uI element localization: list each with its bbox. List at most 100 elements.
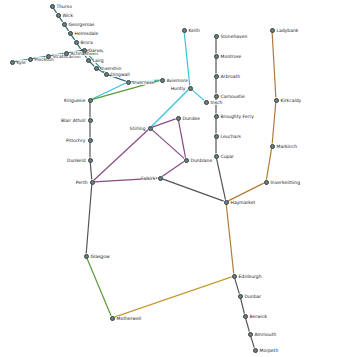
station-node: Carnoustie (214, 94, 247, 99)
route-line (71, 35, 74, 40)
station-node: Huntly (169, 86, 193, 91)
station-name: Helmsdale (75, 31, 99, 36)
station-node: Falkirk (139, 176, 163, 181)
station-name: Invershin (101, 66, 122, 71)
station-node: Thurso (50, 4, 74, 9)
route-line (215, 59, 216, 74)
station-name: Inverkeithing (271, 180, 301, 185)
route-line (215, 39, 216, 54)
station-name: Insch (211, 100, 223, 105)
station-dot (238, 294, 243, 299)
station-node: Dunblane (184, 158, 215, 163)
station-name: Blair Atholl (61, 118, 86, 123)
station-node: Kingussie (62, 98, 92, 103)
station-dot (214, 34, 219, 39)
station-node: Invershin (94, 66, 124, 71)
station-node: Motherwell (110, 316, 144, 321)
route-line (272, 102, 276, 143)
station-name: Ladybank (277, 28, 299, 33)
station-dot (253, 348, 258, 353)
station-name: Berwick (250, 314, 268, 319)
station-dot (214, 154, 219, 159)
route-line (94, 130, 148, 181)
station-name: Stonehaven (221, 34, 248, 39)
route-line (215, 79, 216, 94)
station-node: Insch (204, 100, 225, 105)
station-name: Alnmouth (255, 332, 277, 337)
route-line (215, 119, 216, 134)
station-name: Garve (89, 48, 103, 53)
station-name: Arbroath (221, 74, 241, 79)
station-dot (158, 176, 163, 181)
station-name: Falkirk (141, 176, 156, 181)
route-line (152, 130, 184, 159)
route-line (65, 26, 68, 31)
station-dot (204, 100, 209, 105)
station-name: Inverness (133, 80, 155, 85)
station-name: Dunblane (191, 158, 213, 163)
station-name: Perth (76, 180, 88, 185)
station-name: Glasgow (91, 254, 110, 259)
station-node: Arbroath (214, 74, 243, 79)
station-name: Thurso (57, 4, 72, 9)
station-node: Dunkeld (65, 158, 93, 163)
station-dot (110, 316, 115, 321)
station-name: Keith (189, 28, 200, 33)
route-line (162, 179, 223, 201)
station-dot (64, 51, 69, 56)
station-node: Cupar (214, 154, 236, 159)
station-node: Berwick (243, 314, 270, 319)
station-node: Dunbar (238, 294, 264, 299)
station-dot (88, 98, 93, 103)
station-name: Markinch (277, 144, 298, 149)
station-node: Ladybank (270, 28, 301, 33)
station-dot (46, 54, 51, 59)
station-node: Alnmouth (248, 332, 279, 337)
station-node: Inverkeithing (264, 180, 303, 185)
station-name: Dingwall (111, 72, 130, 77)
station-name: Carnoustie (221, 94, 245, 99)
station-node: Glasgow (84, 254, 112, 259)
station-node: Garve (82, 48, 105, 53)
route-line (89, 103, 90, 118)
station-dot (90, 180, 95, 185)
station-dot (160, 78, 165, 83)
station-dot (84, 254, 89, 259)
station-dot (243, 314, 248, 319)
station-name: Dunbar (245, 294, 262, 299)
station-node: Lairg (86, 58, 106, 63)
station-name: Georgemas (69, 22, 95, 27)
route-line (217, 158, 226, 199)
station-name: Stirling (130, 126, 146, 131)
station-node: Blair Atholl (59, 118, 93, 123)
route-line (178, 120, 185, 157)
station-dot (214, 114, 219, 119)
station-node: Edinburgh (232, 274, 264, 279)
route-line (226, 204, 233, 273)
station-name: Huntly (171, 86, 186, 91)
route-line (228, 183, 264, 201)
station-dot (62, 22, 67, 27)
station-dot (184, 158, 189, 163)
station-name: Plockton (35, 57, 54, 62)
station-node: Helmsdale (68, 31, 101, 36)
route-line (89, 143, 90, 158)
station-node: Pitlochry (64, 138, 92, 143)
station-name: Brora (81, 40, 93, 45)
station-name: Motherwell (117, 316, 142, 321)
station-dot (126, 80, 131, 85)
station-node: Dingwall (104, 72, 132, 77)
route-line (246, 318, 250, 331)
station-node: Plockton (28, 57, 56, 62)
station-node: Morpeth (253, 348, 281, 353)
station-dot (214, 74, 219, 79)
station-name: Lairg (93, 58, 104, 63)
route-line (241, 298, 245, 313)
route-line (53, 8, 56, 13)
station-dot (82, 48, 87, 53)
station-name: Aviemore (167, 78, 188, 83)
station-dot (148, 126, 153, 131)
station-node: Montrose (214, 54, 244, 59)
